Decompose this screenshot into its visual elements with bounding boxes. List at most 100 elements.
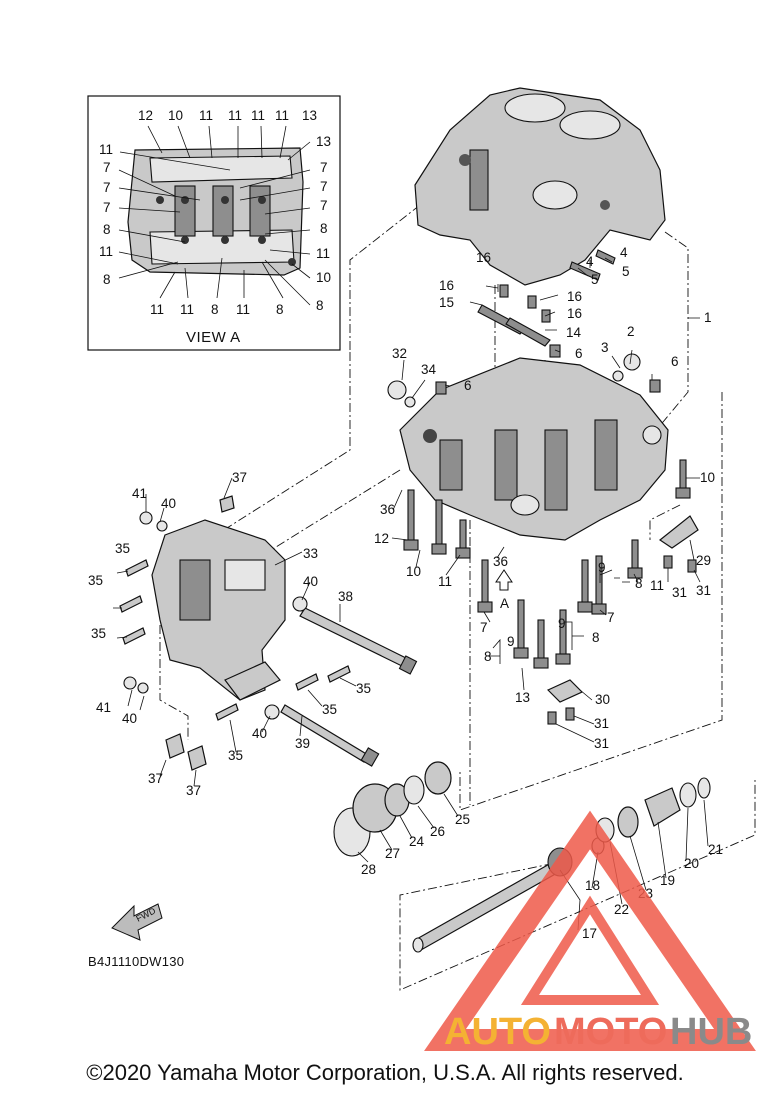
watermark-moto: MOTO	[554, 1011, 667, 1053]
part-callout-6: 6	[671, 354, 679, 369]
part-callout-4: 4	[586, 254, 594, 269]
part-callout-6: 6	[575, 346, 583, 361]
part-callout-36: 36	[493, 554, 508, 569]
part-callout-10: 10	[700, 470, 715, 485]
part-callout-11: 11	[650, 578, 664, 593]
part-callout-7: 7	[607, 610, 615, 625]
view-a-callout: 8	[211, 302, 219, 317]
view-a-callout: 11	[199, 108, 213, 123]
part-callout-10: 10	[406, 564, 421, 579]
view-a-callout-labels: 12 10 11 11 11 11 13 13 11 7 7 7 8 11 8 …	[99, 108, 331, 317]
part-callout-9: 9	[598, 560, 606, 575]
part-callout-16: 16	[476, 250, 491, 265]
view-a-callout: 13	[302, 108, 317, 123]
view-a-callout: 8	[103, 272, 111, 287]
part-callout-40: 40	[303, 574, 318, 589]
part-callout-40: 40	[252, 726, 267, 741]
view-a-callout: 7	[320, 198, 328, 213]
view-a-callout: 7	[103, 200, 111, 215]
part-callout-30: 30	[595, 692, 610, 707]
part-callout-33: 33	[303, 546, 318, 561]
part-callout-31: 31	[672, 585, 687, 600]
part-callout-11: 11	[438, 574, 452, 589]
part-callout-22: 22	[614, 902, 629, 917]
part-callout-9: 9	[507, 634, 515, 649]
part-callout-37: 37	[148, 771, 163, 786]
part-callout-38: 38	[338, 589, 353, 604]
view-a-callout: 7	[320, 179, 328, 194]
part-callout-26: 26	[430, 824, 445, 839]
part-callout-19: 19	[660, 873, 675, 888]
part-callout-36: 36	[380, 502, 395, 517]
view-a-callout: 11	[150, 302, 164, 317]
part-callout-35: 35	[91, 626, 106, 641]
view-a-callout: 8	[276, 302, 284, 317]
view-a-callout: 11	[236, 302, 250, 317]
part-callout-20: 20	[684, 856, 699, 871]
assembly-center-lines	[159, 204, 756, 991]
view-a-callout: 10	[168, 108, 183, 123]
view-a-callout: 11	[251, 108, 265, 123]
view-a-crankcase-bottom	[127, 147, 304, 276]
view-a-callout: 8	[103, 222, 111, 237]
part-callout-14: 14	[566, 325, 582, 340]
view-a-callout: 8	[316, 298, 324, 313]
part-callout-28: 28	[361, 862, 376, 877]
part-callout-34: 34	[421, 362, 437, 377]
view-a-callout: A	[500, 596, 509, 611]
view-a-callout: 10	[316, 270, 331, 285]
part-callout-5: 5	[591, 272, 599, 287]
upper-crankcase	[414, 87, 666, 286]
part-callout-8: 8	[592, 630, 600, 645]
part-callout-7: 7	[480, 620, 488, 635]
view-a-label: VIEW A	[186, 329, 241, 346]
part-callout-41: 41	[132, 486, 147, 501]
part-callout-35: 35	[356, 681, 371, 696]
part-callout-37: 37	[232, 470, 247, 485]
copyright-notice: ©2020 Yamaha Motor Corporation, U.S.A. A…	[86, 1060, 684, 1085]
leader-lines	[113, 257, 709, 931]
view-a-callout: 11	[316, 246, 330, 261]
part-callout-35: 35	[322, 702, 337, 717]
view-a-inset: 12 10 11 11 11 11 13 13 11 7 7 7 8 11 8 …	[87, 95, 341, 351]
watermark-auto: AUTO	[444, 1011, 551, 1053]
part-callout-12: 12	[374, 531, 389, 546]
part-callout-32: 32	[392, 346, 407, 361]
part-callout-24: 24	[409, 834, 425, 849]
part-callout-40: 40	[122, 711, 137, 726]
view-a-callout: 7	[320, 160, 328, 175]
small-bolts	[119, 249, 699, 771]
view-a-callout: 13	[316, 134, 331, 149]
part-callout-4: 4	[620, 245, 628, 260]
part-callout-41: 41	[96, 700, 111, 715]
part-callout-5: 5	[622, 264, 630, 279]
view-a-callout: 11	[275, 108, 289, 123]
seal-set	[333, 761, 452, 857]
watermark-logo	[424, 810, 756, 1051]
view-a-callout: 11	[99, 142, 113, 157]
part-callout-1: 1	[704, 310, 712, 325]
part-callout-3: 3	[601, 340, 609, 355]
part-callout-9: 9	[558, 616, 566, 631]
view-a-callout: 7	[103, 180, 111, 195]
part-callouts: 1 2 3 4 4 5 5 6 6 6 7 7 8 8 8 9 9 9 10 1…	[88, 245, 723, 941]
watermark-text: AUTO MOTO HUB	[444, 1011, 752, 1053]
view-a-callout: 11	[99, 244, 113, 259]
oil-pump-housing	[151, 519, 286, 701]
part-callout-29: 29	[696, 553, 711, 568]
view-a-callout: 12	[138, 108, 153, 123]
part-callout-8: 8	[484, 649, 492, 664]
part-callout-27: 27	[385, 846, 400, 861]
part-callout-37: 37	[186, 783, 201, 798]
view-a-callout: 8	[320, 221, 328, 236]
part-callout-40: 40	[161, 496, 176, 511]
view-a-arrow-icon	[495, 569, 513, 591]
part-callout-35: 35	[88, 573, 103, 588]
part-callout-25: 25	[455, 812, 470, 827]
part-callout-15: 15	[439, 295, 454, 310]
view-a-callout: 11	[180, 302, 194, 317]
long-bolts	[280, 607, 418, 767]
view-a-callout: 7	[103, 160, 111, 175]
part-callout-16: 16	[439, 278, 454, 293]
